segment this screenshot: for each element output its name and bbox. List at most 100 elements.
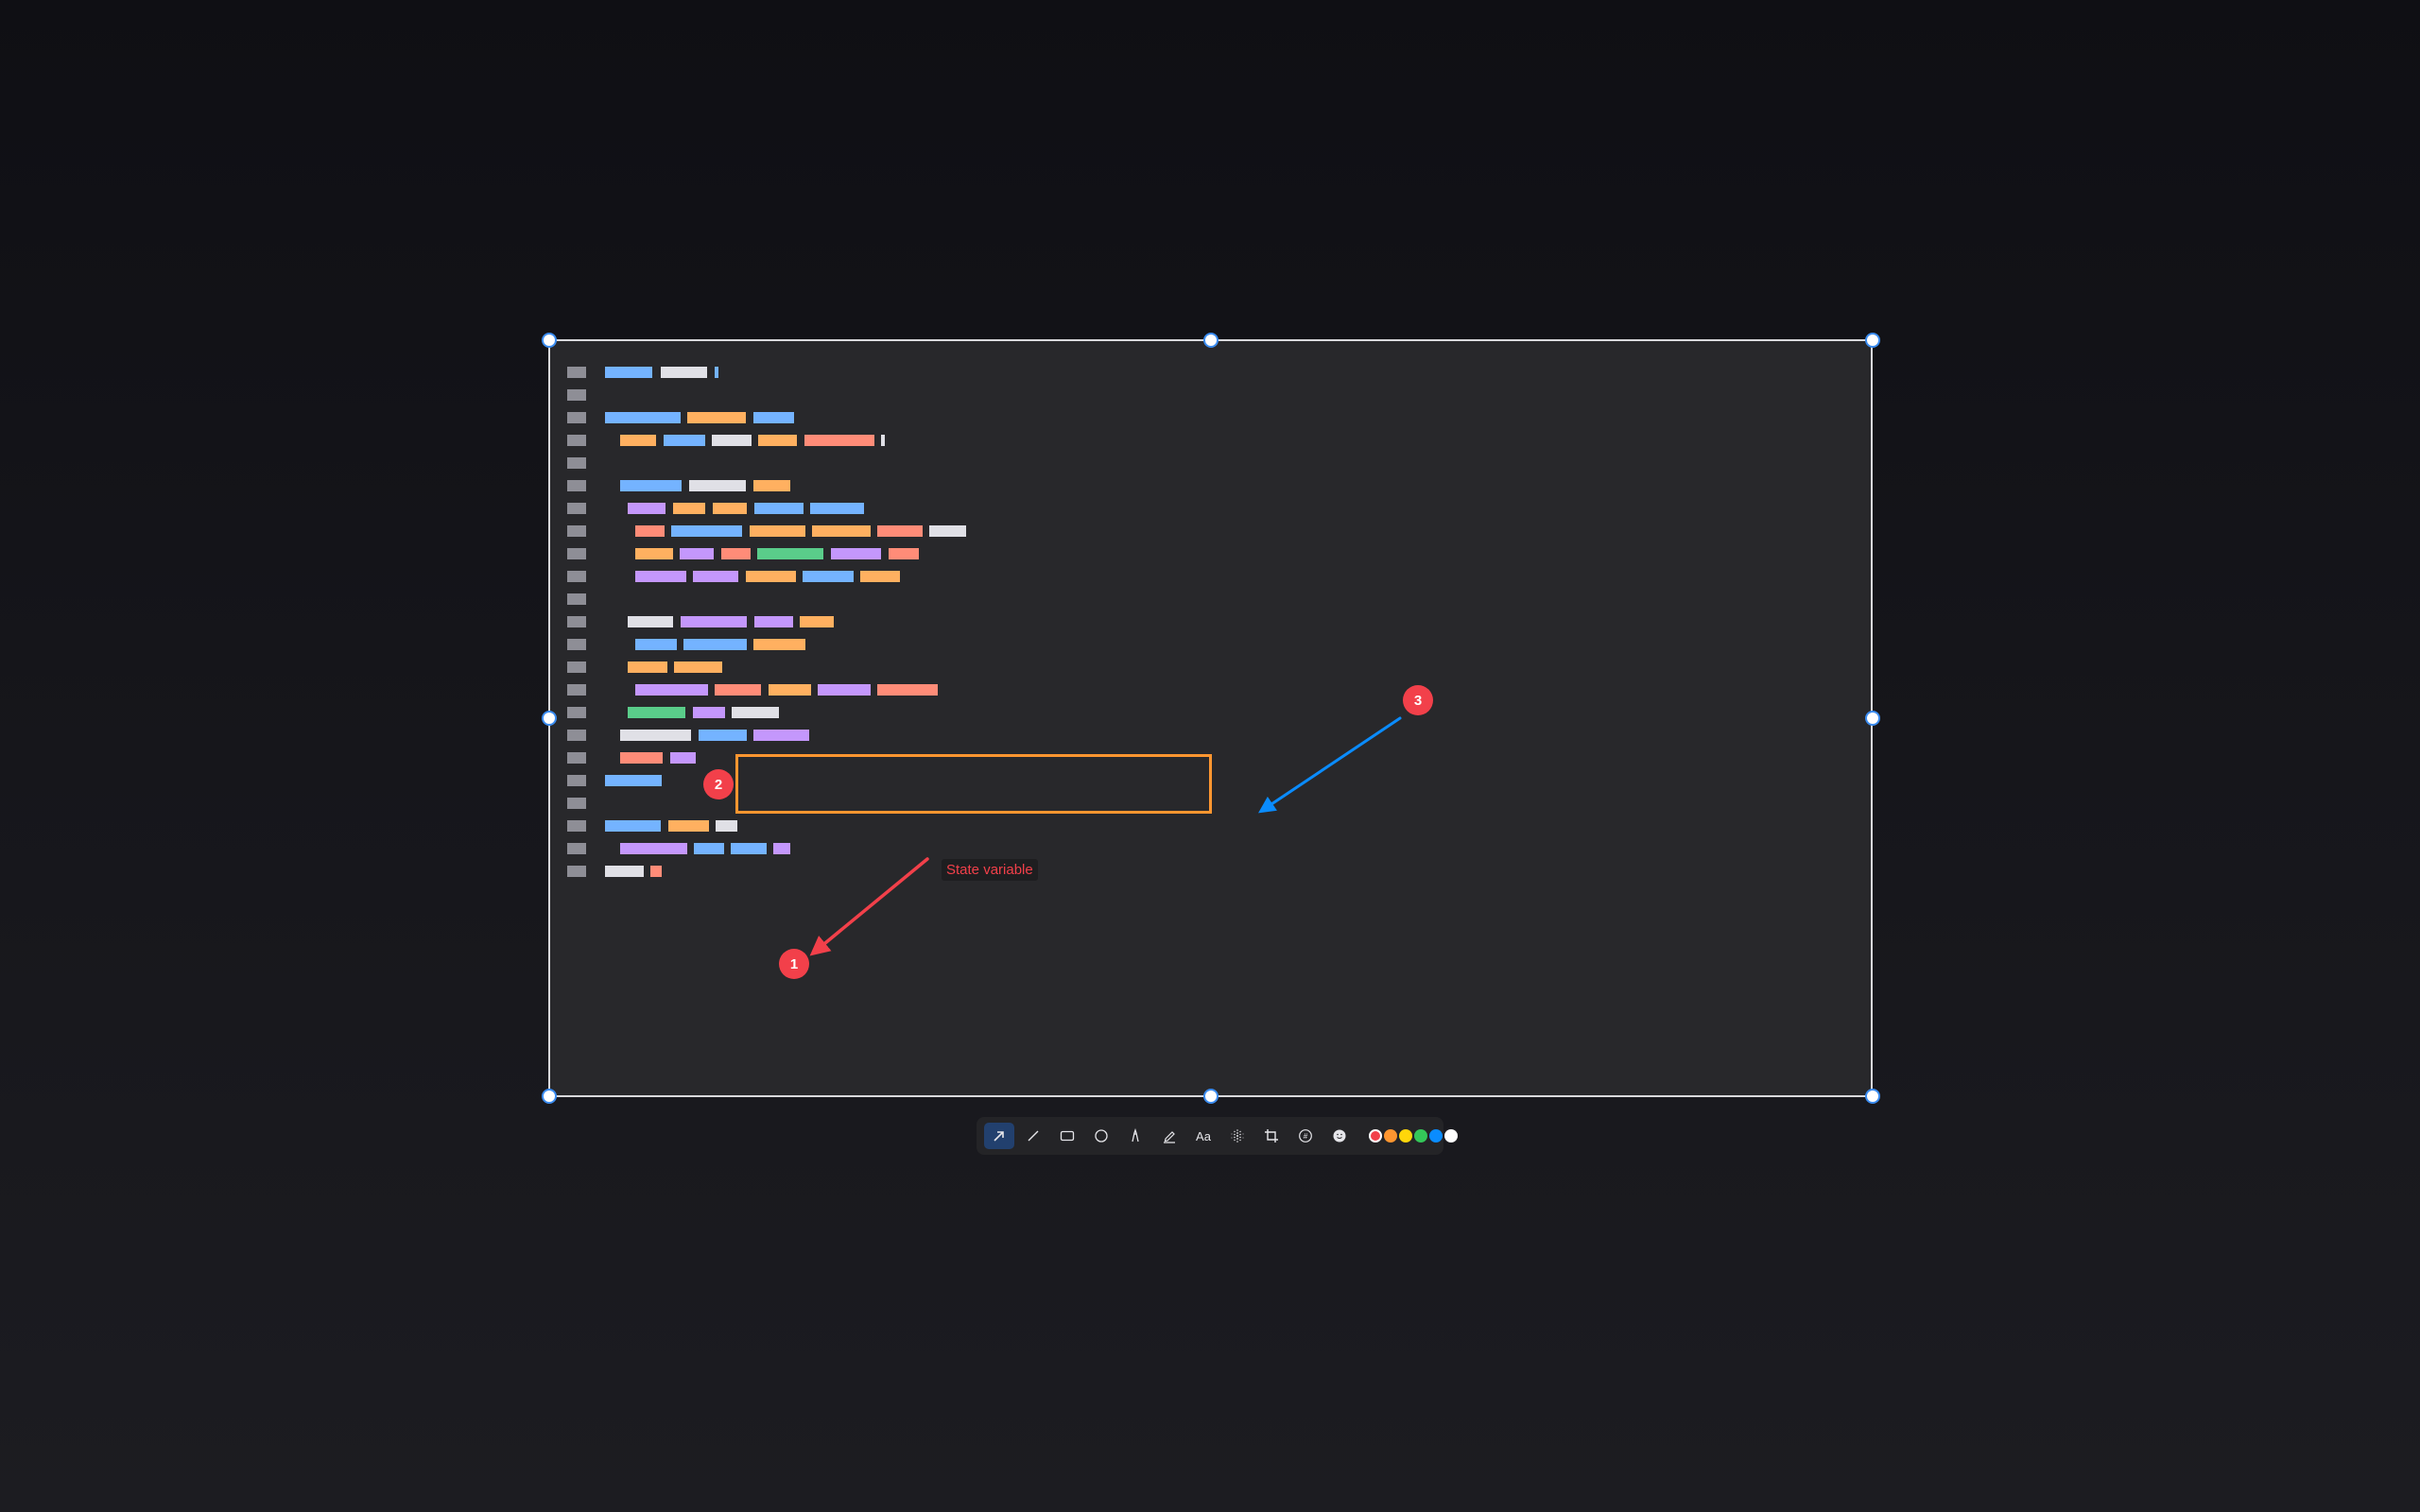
counter-badge-2[interactable]: 2 [703, 769, 734, 799]
rectangle-annotation[interactable] [735, 754, 1212, 814]
line-number [567, 707, 586, 718]
line-number [567, 593, 586, 605]
pen-tool-button[interactable] [1120, 1123, 1150, 1149]
resize-handle-top[interactable] [1203, 333, 1219, 348]
code-token [758, 435, 797, 446]
line-number [567, 503, 586, 514]
code-token [670, 752, 696, 764]
code-token [810, 503, 864, 514]
line-icon [1028, 1130, 1039, 1142]
line-number [567, 412, 586, 423]
code-token [674, 662, 722, 673]
code-token [699, 730, 747, 741]
line-number [567, 639, 586, 650]
resize-handle-right[interactable] [1865, 711, 1880, 726]
code-token [628, 707, 685, 718]
crop-tool-button[interactable] [1256, 1123, 1287, 1149]
svg-text:#: # [1304, 1132, 1308, 1141]
highlighter-tool-button[interactable] [1154, 1123, 1184, 1149]
code-token [818, 684, 871, 696]
code-token [605, 367, 652, 378]
line-number [567, 684, 586, 696]
resize-handle-left[interactable] [542, 711, 557, 726]
code-token [628, 616, 673, 627]
rectangle-icon [1060, 1130, 1075, 1142]
code-token [689, 480, 746, 491]
code-token [693, 571, 738, 582]
blur-tool-button[interactable] [1222, 1123, 1253, 1149]
code-token [812, 525, 871, 537]
code-token [877, 684, 938, 696]
rectangle-tool-button[interactable] [1052, 1123, 1082, 1149]
code-token [650, 866, 662, 877]
code-token [804, 435, 874, 446]
line-tool-button[interactable] [1018, 1123, 1048, 1149]
blur-icon [1231, 1129, 1244, 1143]
code-token [620, 435, 656, 446]
code-token [635, 684, 708, 696]
color-swatch-orange[interactable] [1384, 1129, 1397, 1143]
resize-handle-top-left[interactable] [542, 333, 557, 348]
arrow-icon [994, 1131, 1004, 1142]
code-token [750, 525, 805, 537]
emoji-tool-button[interactable] [1324, 1123, 1355, 1149]
code-token [620, 843, 687, 854]
line-number [567, 820, 586, 832]
color-swatch-white[interactable] [1444, 1129, 1458, 1143]
code-token [628, 662, 667, 673]
code-token [668, 820, 709, 832]
number-badge-icon: # [1299, 1129, 1312, 1143]
code-token [620, 730, 691, 741]
pencil-icon [1164, 1131, 1175, 1143]
code-token [673, 503, 705, 514]
text-annotation[interactable]: State variable [942, 859, 1038, 881]
line-number [567, 866, 586, 877]
resize-handle-bottom-right[interactable] [1865, 1089, 1880, 1104]
code-token [732, 707, 779, 718]
color-swatch-blue[interactable] [1429, 1129, 1443, 1143]
code-token [635, 639, 677, 650]
code-token [712, 435, 752, 446]
circle-icon [1095, 1129, 1108, 1143]
code-token [664, 435, 705, 446]
resize-handle-bottom-left[interactable] [542, 1089, 557, 1104]
code-token [620, 480, 682, 491]
code-token [753, 730, 809, 741]
color-swatch-yellow[interactable] [1399, 1129, 1412, 1143]
code-token [605, 866, 644, 877]
pen-nib-icon [1132, 1128, 1139, 1143]
color-swatch-red[interactable] [1369, 1129, 1382, 1143]
line-number [567, 730, 586, 741]
resize-handle-top-right[interactable] [1865, 333, 1880, 348]
code-token [661, 367, 707, 378]
code-token [754, 503, 804, 514]
text-tool-button[interactable]: Aa [1188, 1123, 1219, 1149]
code-token [694, 843, 724, 854]
color-swatch-green[interactable] [1414, 1129, 1427, 1143]
code-token [605, 820, 661, 832]
arrow-tool-button[interactable] [984, 1123, 1014, 1149]
code-token [746, 571, 796, 582]
code-token [753, 639, 805, 650]
text-icon: Aa [1196, 1128, 1211, 1143]
code-token [753, 412, 794, 423]
counter-badge-3[interactable]: 3 [1403, 685, 1433, 715]
ellipse-tool-button[interactable] [1086, 1123, 1116, 1149]
code-token [635, 548, 673, 559]
code-token [715, 684, 761, 696]
line-number [567, 752, 586, 764]
counter-tool-button[interactable]: # [1290, 1123, 1321, 1149]
code-token [757, 548, 823, 559]
crop-icon [1265, 1129, 1278, 1143]
line-number [567, 457, 586, 469]
code-token [881, 435, 885, 446]
screenshot-canvas[interactable] [548, 339, 1873, 1097]
line-number [567, 843, 586, 854]
code-token [860, 571, 900, 582]
resize-handle-bottom[interactable] [1203, 1089, 1219, 1104]
counter-badge-1[interactable]: 1 [779, 949, 809, 979]
code-token [889, 548, 919, 559]
line-number [567, 389, 586, 401]
line-number [567, 480, 586, 491]
code-token [681, 616, 747, 627]
